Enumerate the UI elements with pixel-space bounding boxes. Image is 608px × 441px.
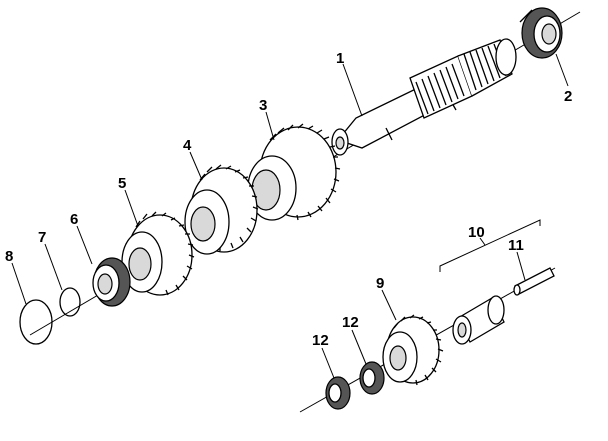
callout-8: 8: [5, 248, 13, 265]
needle-bearing-12a: [359, 361, 385, 395]
callout-10: 10: [468, 224, 485, 241]
callout-3: 3: [259, 97, 267, 114]
gear-4: [184, 164, 259, 255]
callout-7: 7: [38, 229, 46, 246]
bearing-6: [92, 257, 131, 307]
callout-5: 5: [118, 175, 126, 192]
gear-9: [382, 314, 444, 386]
callout-4: 4: [183, 137, 192, 154]
callout-11: 11: [508, 237, 524, 254]
callout-9: 9: [376, 275, 384, 292]
callout-12a: 12: [312, 332, 329, 349]
leader-lines: [11, 53, 569, 379]
ring-8: [19, 299, 53, 345]
snap-ring-7: [59, 287, 81, 317]
needle-bearing-12b: [325, 376, 351, 410]
gear-3: [247, 123, 341, 221]
callout-2: 2: [564, 88, 572, 105]
callout-1: 1: [336, 50, 344, 67]
callout-6: 6: [70, 211, 78, 228]
shaft-sleeve-10: [452, 295, 505, 345]
pin-11: [513, 267, 555, 296]
gear-5: [121, 211, 195, 296]
main-shaft: [331, 38, 517, 156]
end-bearing: [519, 7, 563, 59]
callout-12b: 12: [342, 314, 359, 331]
bracket-10: [439, 219, 541, 272]
